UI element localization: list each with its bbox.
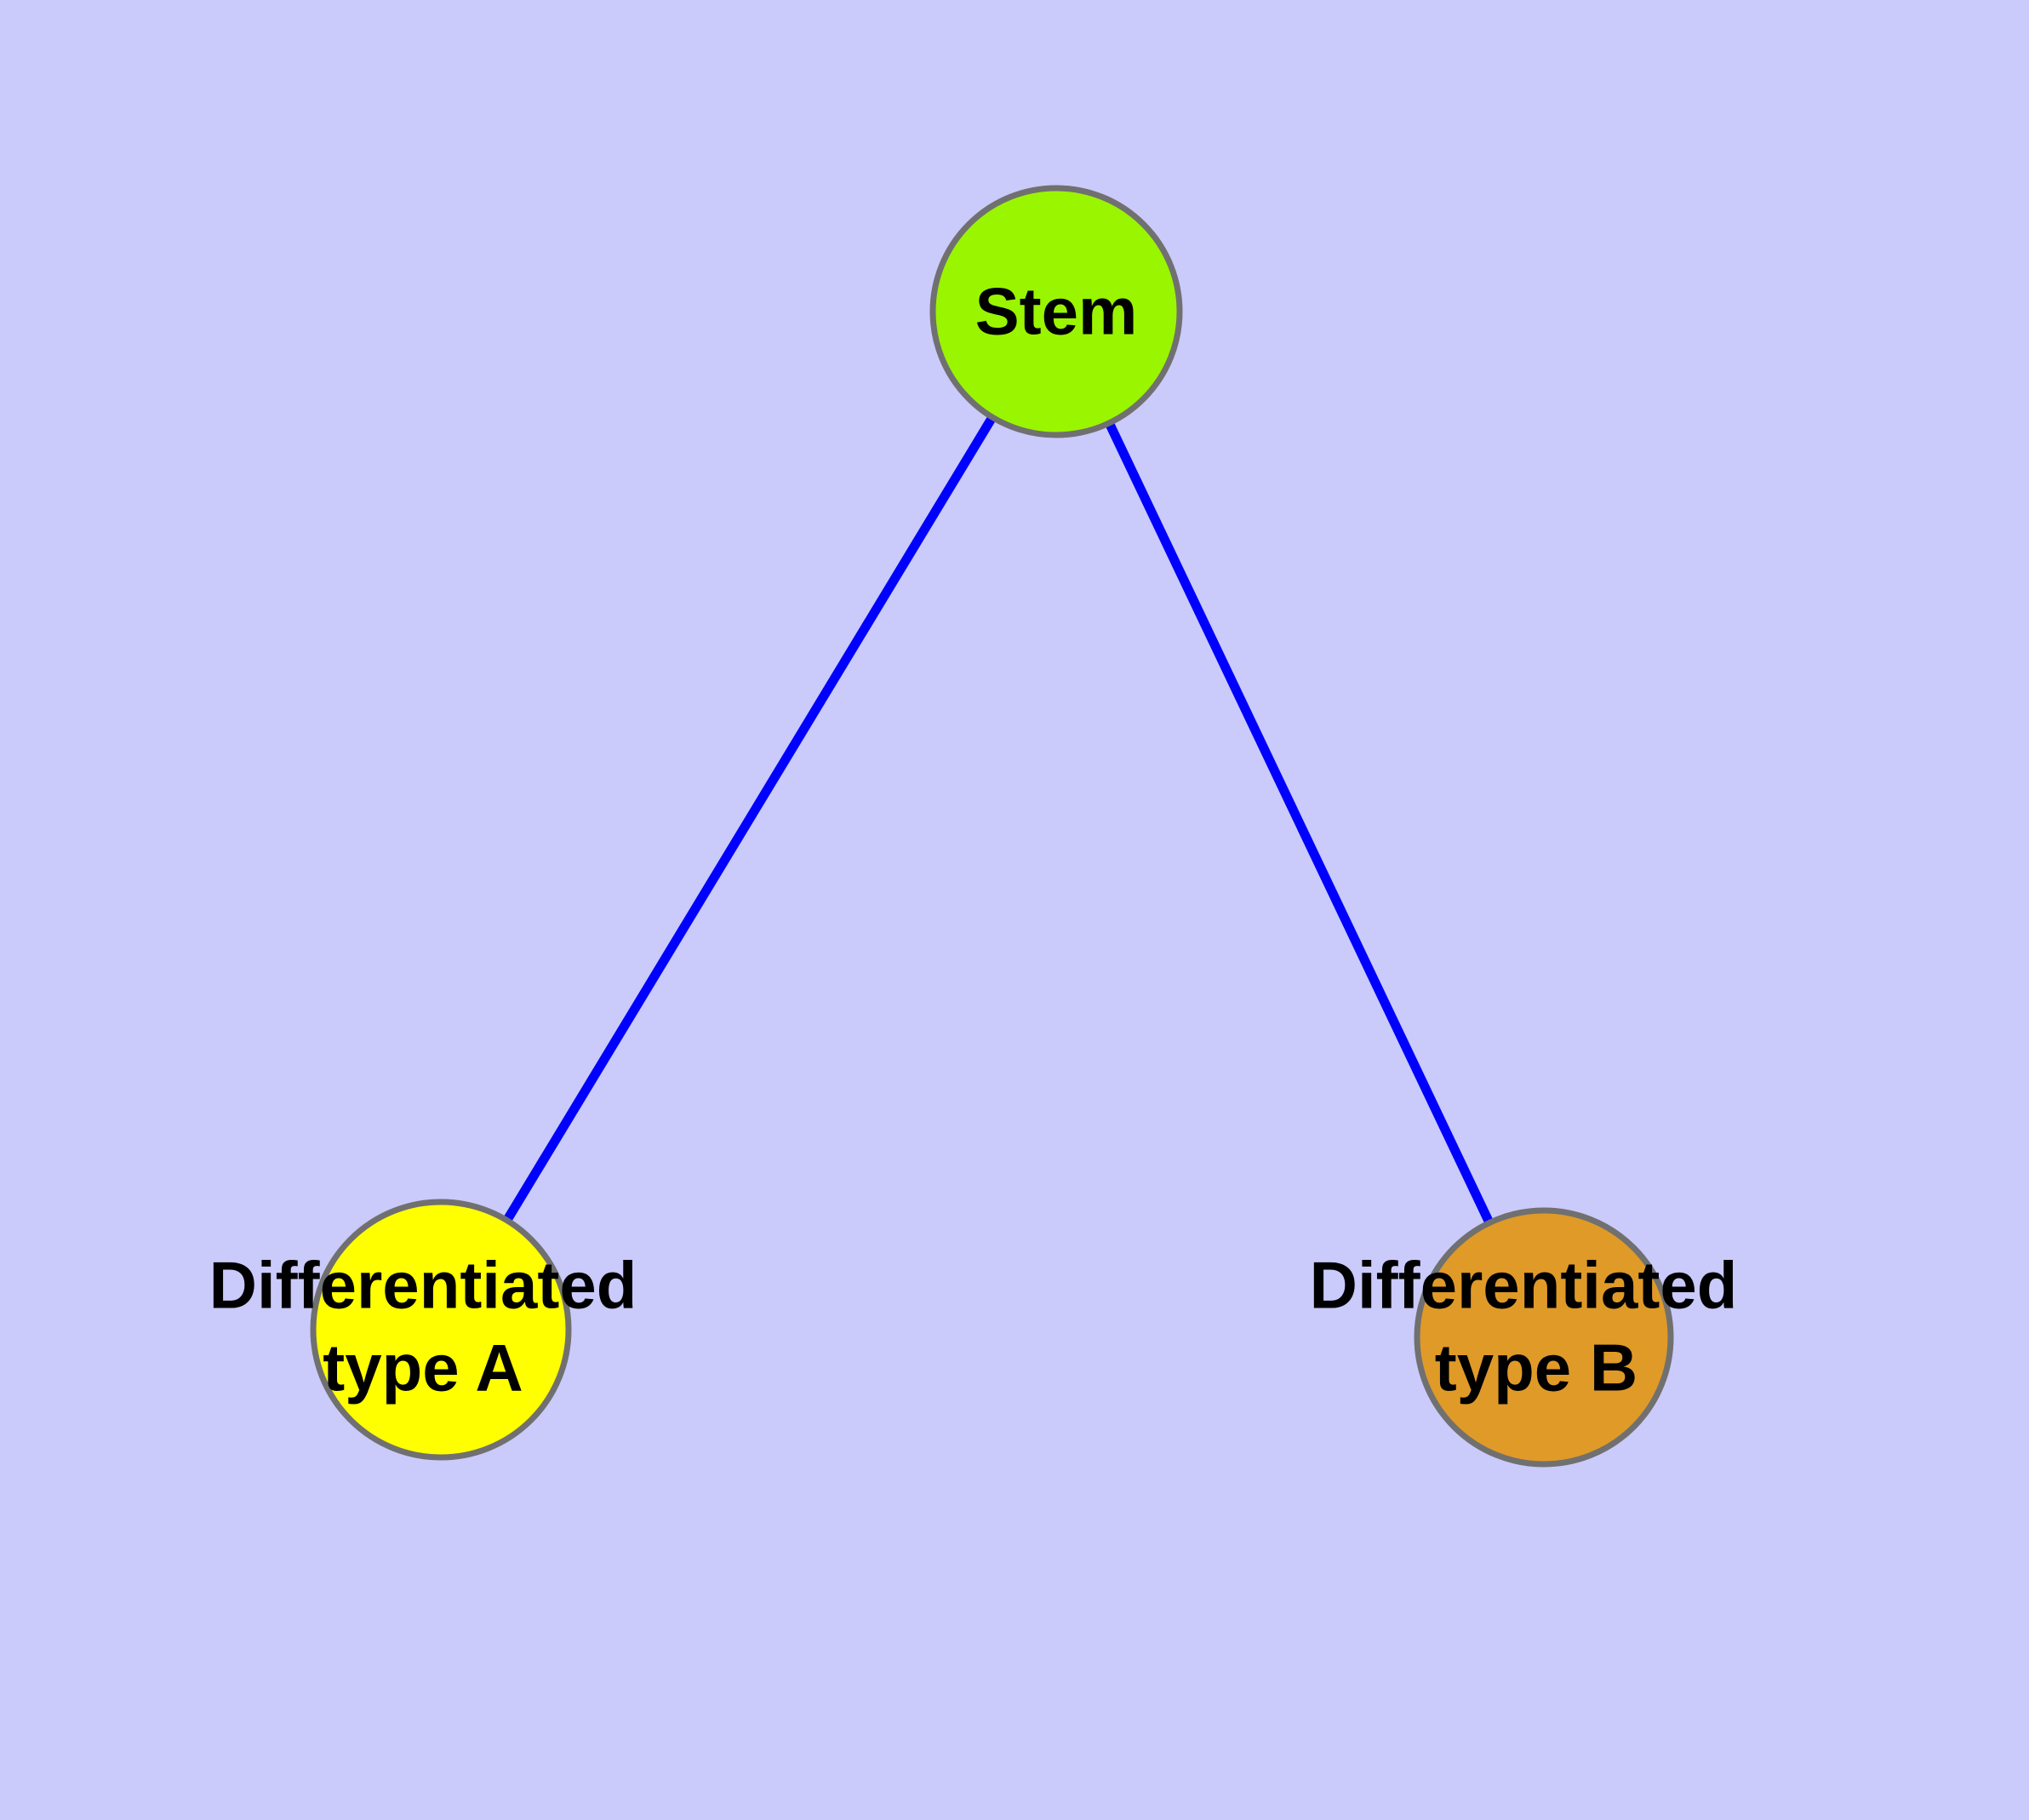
edge-stem-to-diff-b[interactable] — [1052, 309, 1548, 1340]
node-circle-stem[interactable] — [929, 185, 1183, 438]
node-label-diff-b-line1: Differentiated — [1310, 1248, 1738, 1323]
node-circle-layer — [310, 185, 1674, 1468]
edge-layer — [437, 309, 1548, 1340]
node-label-layer: Stem Differentiated type A Differentiate… — [209, 274, 1738, 1405]
node-label-diff-a-line1: Differentiated — [209, 1248, 637, 1323]
node-label-stem: Stem — [975, 274, 1138, 349]
node-label-diff-b-line2: type B — [1435, 1331, 1637, 1405]
node-circle-diff-a[interactable] — [310, 1199, 572, 1461]
node-circle-diff-b[interactable] — [1414, 1207, 1674, 1468]
edge-stem-to-diff-a[interactable] — [437, 309, 1060, 1332]
node-label-diff-a-line2: type A — [323, 1331, 523, 1405]
